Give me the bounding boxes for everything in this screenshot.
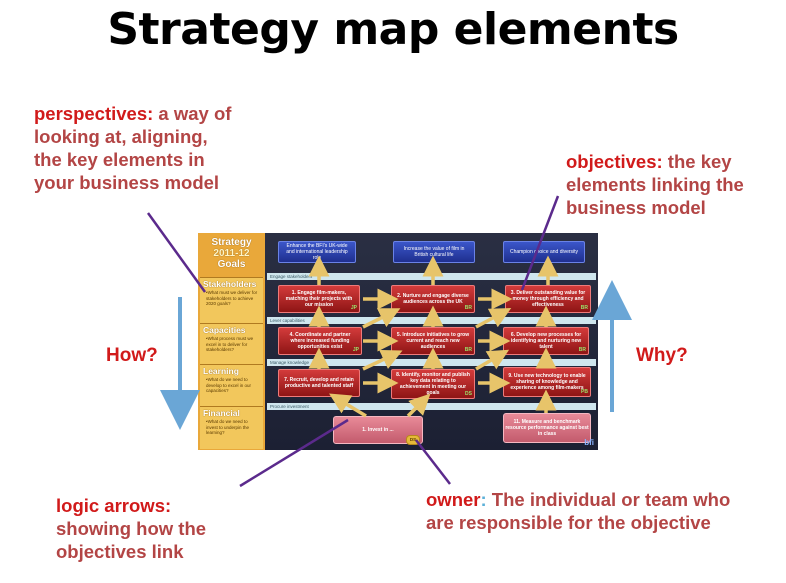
logic-arrows-layer: [308, 255, 559, 418]
objectives-pointer: [520, 195, 560, 291]
goals-header: Strategy 2011-12 Goals: [200, 235, 263, 271]
perspective-capacities: Capacities •What process must we excel i…: [200, 323, 263, 364]
logic-arrows-pointer: [239, 418, 349, 488]
perspective-name: Stakeholders: [203, 279, 257, 289]
objective-owner: PB: [581, 389, 588, 395]
perspective-name: Financial: [203, 408, 240, 418]
perspectives-colon: :: [147, 103, 154, 124]
bfi-logo: bfi: [584, 438, 594, 447]
perspectives-description: a way of looking at, aligning, the key e…: [34, 103, 232, 193]
objectives-keyword: objectives: [566, 151, 657, 172]
owner-keyword: owner: [426, 489, 481, 510]
owner-pointer: [415, 439, 451, 485]
perspectives-keyword: perspectives: [34, 103, 148, 124]
objectives-colon: :: [656, 151, 663, 172]
how-label: How?: [106, 345, 158, 366]
objectives-description: the key elements linking the business mo…: [566, 151, 744, 218]
objective-text: 11. Measure and benchmark resource perfo…: [505, 419, 589, 437]
objective-owner: BR: [578, 347, 586, 353]
why-label: Why?: [636, 345, 688, 366]
perspective-question: •What do we need to invest to underpin t…: [206, 419, 250, 435]
objective-owner: DS: [465, 391, 472, 397]
perspective-question: •What do we need to develop to excel in …: [206, 377, 252, 393]
objective-text: 6. Develop new processes for identifying…: [510, 332, 582, 350]
objective-text: 9. Use new technology to enable sharing …: [508, 373, 586, 391]
logic-arrow: [475, 349, 510, 371]
objective-text: 8. Identify, monitor and publish key dat…: [396, 372, 470, 396]
objective-owner: BR: [464, 305, 472, 311]
owner-callout: owner: The individual or team who are re…: [426, 488, 746, 534]
perspective-learning: Learning •What do we need to develop to …: [200, 364, 263, 406]
owner-badge: DS: [406, 435, 420, 445]
logic-arrow: [475, 308, 512, 329]
perspectives-pointer: [146, 212, 207, 293]
goals-line-2: 2011-12: [213, 248, 250, 259]
perspective-column: Strategy 2011-12 Goals Stakeholders •Wha…: [198, 233, 265, 450]
objective-text: 3. Deliver outstanding value for money t…: [510, 290, 586, 308]
logic-arrow: [362, 349, 403, 371]
logic-arrows-callout: logic arrows: showing how the objectives…: [56, 494, 241, 563]
perspective-name: Capacities: [203, 325, 246, 335]
owner-colon: :: [480, 489, 487, 510]
logic-arrow: [406, 393, 431, 418]
goal-box-cultural-value: Increase the value of film in British cu…: [393, 241, 475, 263]
objective-text: 1. Engage film-makers, matching their pr…: [285, 290, 353, 308]
objective-text: 5. Introduce initiatives to grow current…: [396, 332, 470, 350]
objective-owner: JP: [350, 305, 357, 311]
perspective-name: Learning: [203, 366, 239, 376]
perspective-question: •What must we deliver for stakeholders t…: [206, 290, 258, 306]
objective-11: 11. Measure and benchmark resource perfo…: [503, 413, 591, 443]
objective-text: 4. Coordinate and partner where increase…: [289, 332, 351, 350]
objective-owner: BR: [464, 347, 472, 353]
logic-arrow: [329, 393, 367, 418]
objective-text: 7. Recruit, develop and retain productiv…: [284, 377, 354, 389]
objective-8: 8. Identify, monitor and publish key dat…: [391, 369, 475, 399]
objective-owner: JP: [352, 347, 359, 353]
perspectives-callout: perspectives: a way of looking at, align…: [34, 102, 239, 194]
objective-text: 1. Invest in ...: [362, 427, 394, 433]
band-procure-investment: Procure investment: [267, 403, 596, 410]
objective-text: 2. Nurture and engage diverse audiences …: [397, 293, 469, 305]
perspective-stakeholders: Stakeholders •What must we deliver for s…: [200, 277, 263, 323]
logic-arrows-keyword: logic arrows: [56, 495, 165, 516]
goals-line-1: Strategy: [211, 237, 252, 248]
perspective-question: •What process must we excel in to delive…: [206, 336, 254, 352]
logic-arrows-description: showing how the objectives link: [56, 518, 207, 562]
owner-description: The individual or team who are responsib…: [426, 489, 731, 533]
page-title: Strategy map elements: [107, 4, 679, 55]
objective-owner: BR: [580, 305, 588, 311]
goals-line-3: Goals: [217, 259, 246, 270]
logic-arrows-colon: :: [164, 495, 172, 516]
strategy-map: Strategy 2011-12 Goals Stakeholders •Wha…: [198, 233, 598, 450]
logic-arrow: [362, 308, 401, 329]
goal-box-choice-diversity: Champion choice and diversity: [503, 241, 585, 263]
objectives-callout: objectives: the key elements linking the…: [566, 150, 771, 219]
objective-7: 7. Recruit, develop and retain productiv…: [278, 369, 360, 397]
perspective-financial: Financial •What do we need to invest to …: [200, 406, 263, 449]
